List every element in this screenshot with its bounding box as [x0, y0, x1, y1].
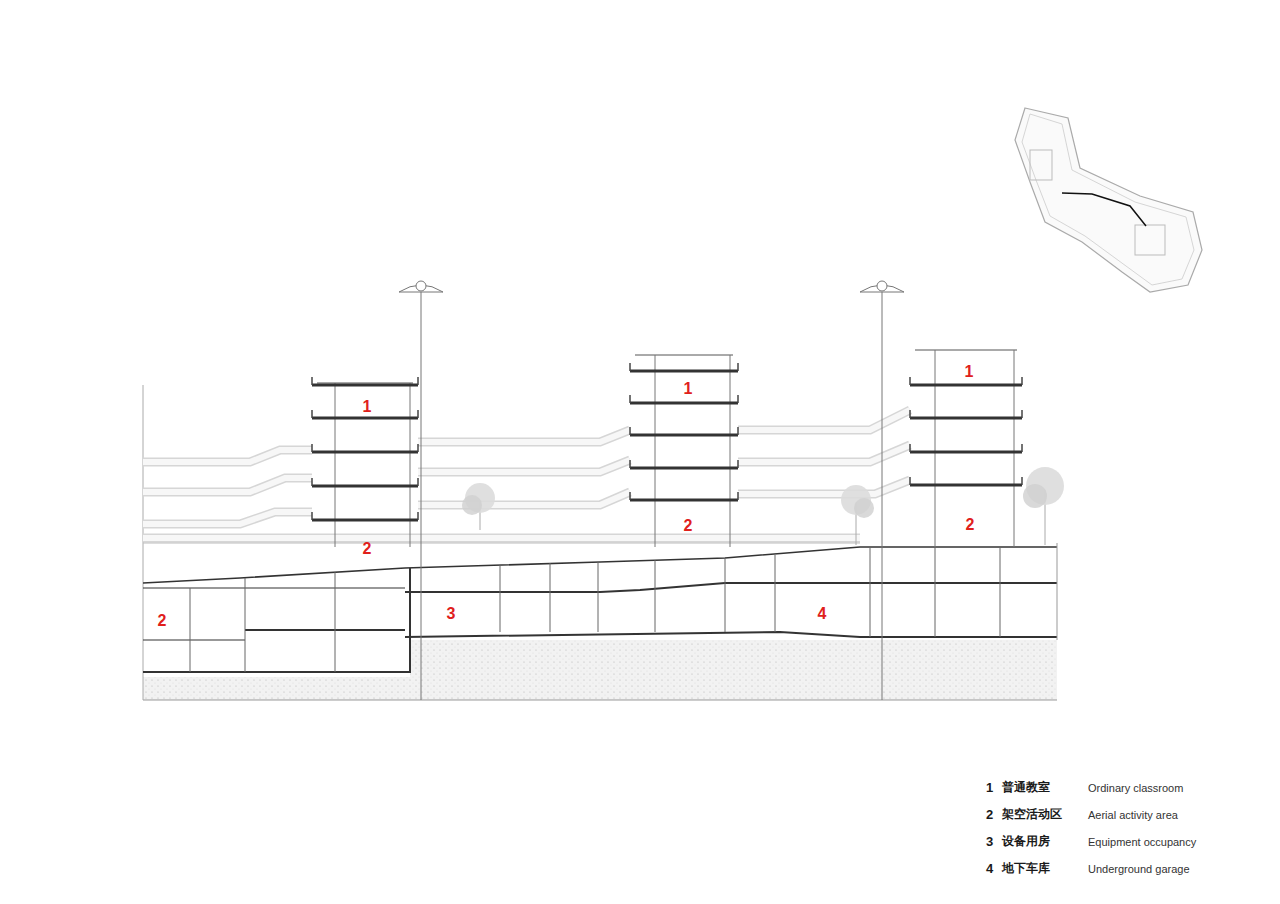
legend-text-zh: 架空活动区	[1002, 808, 1062, 821]
legend-text-en: Ordinary classroom	[1088, 782, 1183, 794]
legend-text-en: Equipment occupancy	[1088, 836, 1196, 848]
legend-text-zh: 设备用房	[1002, 835, 1050, 848]
ramp-band-inner	[738, 410, 910, 430]
callout-number: 1	[682, 380, 695, 398]
ground-fill	[143, 640, 1057, 700]
ramp-band-inner	[418, 430, 630, 442]
column-line	[870, 547, 871, 637]
ramp-band	[738, 480, 910, 494]
column-line	[550, 563, 551, 632]
ramp-group	[143, 410, 910, 538]
callout-number: 3	[445, 605, 458, 623]
legend-number: 4	[986, 862, 993, 876]
trees	[462, 467, 1064, 545]
slab-line	[143, 547, 1057, 583]
column-line	[655, 560, 656, 632]
classroom-tower	[312, 377, 418, 547]
callout-number: 1	[361, 398, 374, 416]
callout-number: 2	[682, 517, 695, 535]
legend-text-zh: 地下车库	[1002, 862, 1050, 875]
key-plan	[1015, 108, 1202, 292]
ramp-band-inner	[738, 445, 910, 462]
ramp-band-inner	[418, 460, 630, 472]
column-line	[245, 578, 246, 672]
ramp-band	[418, 460, 630, 472]
callout-number: 2	[361, 540, 374, 558]
ramp-band-inner	[738, 480, 910, 494]
ramp-band	[418, 492, 630, 505]
slab-line	[143, 568, 410, 672]
slab-line	[143, 639, 245, 640]
callout-number: 1	[963, 363, 976, 381]
column-line	[500, 565, 501, 632]
ramp-band	[143, 512, 312, 524]
column-line	[725, 558, 726, 632]
column-line	[1000, 547, 1001, 637]
callout-number: 4	[816, 605, 829, 623]
callout-number: 2	[964, 516, 977, 534]
classroom-tower	[630, 355, 738, 547]
legend-text-en: Aerial activity area	[1088, 809, 1178, 821]
ramp-band	[738, 445, 910, 462]
ground-line	[143, 700, 1057, 701]
ramp-band	[143, 450, 312, 462]
ramp-band	[418, 430, 630, 442]
ramp-band-inner	[418, 492, 630, 505]
slab-line	[143, 543, 860, 544]
slab-line	[1057, 543, 1058, 640]
column-line	[598, 562, 599, 632]
legend-text-en: Underground garage	[1088, 863, 1190, 875]
column-line	[775, 555, 776, 632]
legend-text-zh: 普通教室	[1002, 781, 1050, 794]
slab-line	[245, 629, 405, 631]
legend-number: 2	[986, 808, 993, 822]
ramp-band-inner	[143, 535, 860, 541]
light-poles	[399, 281, 904, 700]
column-line	[190, 588, 191, 672]
podium-structure	[143, 543, 1057, 672]
callout-number: 2	[156, 612, 169, 630]
ramp-band-inner	[143, 478, 312, 492]
column-line	[335, 572, 336, 672]
classroom-tower	[910, 350, 1022, 547]
ramp-band-inner	[143, 512, 312, 524]
slab-line	[405, 632, 1057, 637]
ramp-band	[738, 410, 910, 430]
legend-number: 1	[986, 781, 993, 795]
ramp-band	[143, 478, 312, 492]
tower-group	[312, 350, 1022, 547]
ramp-band-inner	[143, 450, 312, 462]
slab-line	[405, 583, 1057, 592]
slab-line	[143, 587, 405, 588]
column-line	[935, 547, 936, 637]
legend-number: 3	[986, 835, 993, 849]
ramp-band	[143, 534, 860, 543]
